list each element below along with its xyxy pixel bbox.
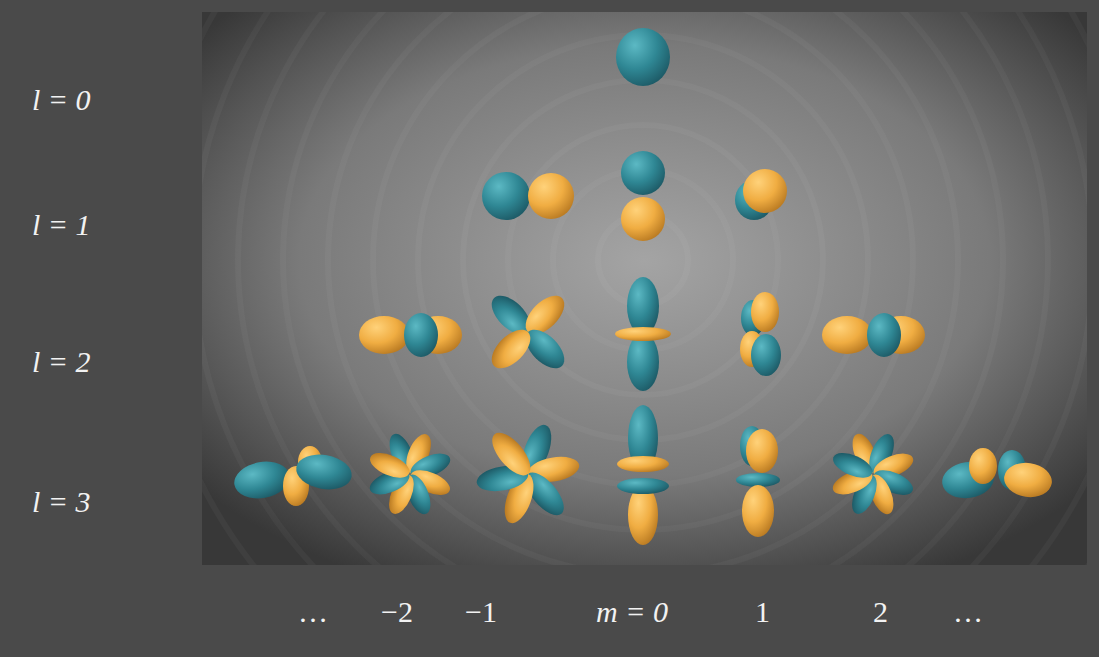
lobe [359, 316, 409, 354]
order-label: … [298, 597, 328, 627]
order-label: −1 [465, 597, 497, 627]
order-label: 2 [873, 597, 888, 627]
lobe [627, 333, 659, 391]
order-label: … [953, 597, 983, 627]
lobe [617, 478, 669, 494]
lobe [751, 292, 779, 332]
ring [238, 12, 1048, 565]
ring [508, 125, 778, 395]
order-label: −2 [381, 597, 413, 627]
ring [202, 12, 1087, 565]
lobe [751, 334, 781, 376]
ring [202, 12, 1087, 565]
lobe [615, 327, 671, 341]
lobe [627, 277, 659, 335]
ring [283, 12, 1003, 565]
lobe [742, 485, 774, 537]
lobe [743, 169, 787, 213]
lobe [231, 457, 292, 502]
lobe [528, 173, 574, 219]
lobe [293, 450, 354, 493]
lobe [404, 313, 438, 357]
lobe [1002, 460, 1054, 500]
lobe [736, 473, 780, 487]
ring [202, 12, 1087, 565]
ring [373, 12, 913, 530]
degree-label: l = 2 [32, 347, 91, 377]
ring [463, 80, 823, 440]
lobe [616, 28, 670, 86]
lobe [867, 313, 901, 357]
ring [202, 12, 1087, 565]
ring [202, 12, 1087, 565]
ring [328, 12, 958, 565]
lobe [621, 151, 665, 195]
lobe [367, 448, 413, 483]
ring-texture [202, 12, 1087, 565]
lobe [969, 448, 997, 484]
ring [553, 170, 733, 350]
lobe [485, 323, 537, 375]
lobe [621, 197, 665, 241]
lobe [617, 456, 669, 472]
orbital-lobes [231, 28, 1054, 545]
ring [418, 35, 868, 485]
lobe [485, 426, 537, 481]
lobe [822, 316, 872, 354]
lobe [482, 172, 530, 220]
degree-label: l = 1 [32, 210, 91, 240]
order-label: m = 0 [596, 597, 668, 627]
degree-label: l = 3 [32, 487, 91, 517]
order-label: 1 [755, 597, 770, 627]
lobe [830, 448, 876, 483]
lobe [746, 429, 778, 473]
degree-label: l = 0 [32, 85, 91, 115]
